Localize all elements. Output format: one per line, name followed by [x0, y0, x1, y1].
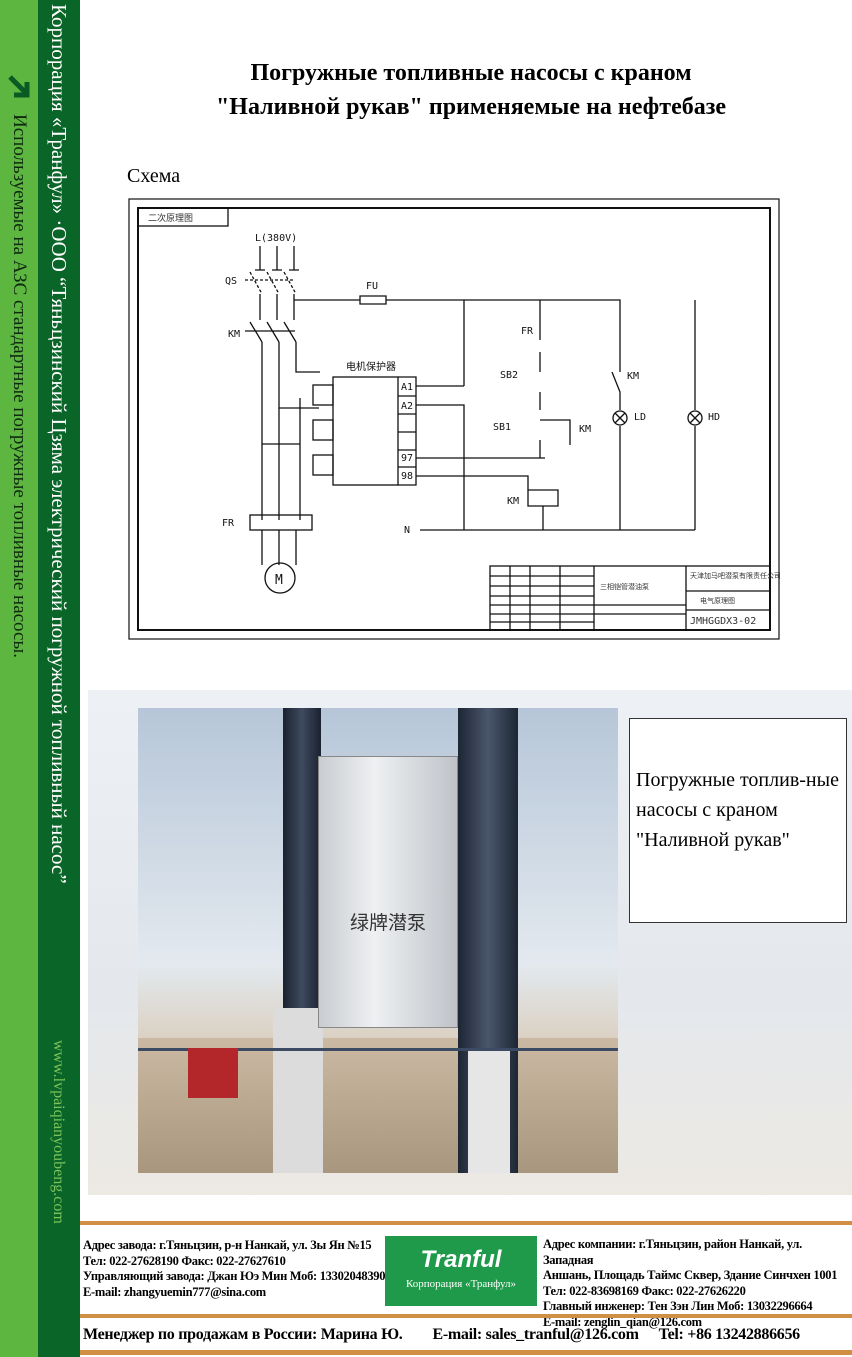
- page-title-line1: Погружные топливные насосы с краном: [250, 60, 692, 86]
- svg-text:L(380V): L(380V): [255, 233, 297, 244]
- svg-text:M: M: [275, 573, 283, 588]
- svg-text:KM: KM: [507, 496, 519, 507]
- sales-manager: Менеджер по продажам в России: Марина Ю.: [83, 1326, 403, 1343]
- svg-text:FU: FU: [366, 281, 378, 292]
- svg-text:A1: A1: [401, 382, 413, 393]
- divider: [80, 1350, 852, 1355]
- svg-text:SB1: SB1: [493, 422, 511, 433]
- divider: [80, 1221, 852, 1225]
- svg-text:天津加马吧潜泵有限责任公司: 天津加马吧潜泵有限责任公司: [690, 571, 780, 580]
- svg-text:FR: FR: [521, 326, 534, 337]
- svg-text:KM: KM: [579, 424, 591, 435]
- svg-text:N: N: [404, 525, 410, 536]
- sidebar-dark-strip: [38, 0, 80, 1357]
- frame-title: 二次原理图: [148, 212, 193, 224]
- arrow-down-right-icon: [8, 75, 30, 98]
- svg-text:98: 98: [401, 471, 413, 482]
- photo-caption: Погружные топлив-ные насосы с краном "На…: [629, 718, 847, 923]
- svg-text:A2: A2: [401, 401, 413, 412]
- sidebar-subtitle: Используемые на АЗС стандартные погружны…: [9, 114, 30, 658]
- pump-installation-photo: 绿牌潜泵: [138, 708, 618, 1173]
- svg-text:电气原理图: 电气原理图: [700, 596, 735, 605]
- svg-text:QS: QS: [225, 276, 237, 287]
- svg-text:LD: LD: [634, 412, 646, 423]
- tranful-logo: Tranful Корпорация «Транфул»: [385, 1236, 537, 1306]
- sales-contact-bar: Менеджер по продажам в России: Марина Ю.…: [83, 1326, 848, 1344]
- sidebar-light-strip: [0, 0, 38, 1357]
- svg-text:三相铠管潜油泵: 三相铠管潜油泵: [600, 582, 649, 591]
- page-title-line2: "Наливной рукав" применяемые на нефтебаз…: [215, 94, 727, 120]
- svg-text:FR: FR: [222, 518, 235, 529]
- sidebar-website-link[interactable]: www.lvpaiqianyoubeng.com: [50, 1040, 67, 1224]
- svg-text:HD: HD: [708, 412, 720, 423]
- svg-text:SB2: SB2: [500, 370, 518, 381]
- factory-contacts: Адрес завода: г.Тяньцзин, р-н Нанкай, ул…: [83, 1238, 386, 1299]
- schema-label: Схема: [127, 165, 181, 187]
- divider: [80, 1314, 852, 1318]
- svg-text:KM: KM: [627, 371, 639, 382]
- svg-text:KM: KM: [228, 329, 240, 340]
- wiring-diagram: 二次原理图 L(380V) QS KM FU 电机保护器 A1 A2 97 98…: [128, 198, 780, 640]
- sales-email[interactable]: E-mail: sales_tranful@126.com: [432, 1326, 639, 1343]
- svg-text:JMHGGDX3-02: JMHGGDX3-02: [690, 616, 756, 627]
- sales-phone: Tel: +86 13242886656: [658, 1326, 801, 1343]
- svg-text:电机保护器: 电机保护器: [346, 360, 396, 373]
- sidebar-company-line: Корпорация «Транфул» ·ООО “Тяньцзинский …: [47, 4, 71, 884]
- svg-text:97: 97: [401, 453, 413, 464]
- pump-box-label: 绿牌潜泵: [349, 912, 426, 934]
- company-contacts: Адрес компании: г.Тяньцзин, район Нанкай…: [543, 1237, 838, 1329]
